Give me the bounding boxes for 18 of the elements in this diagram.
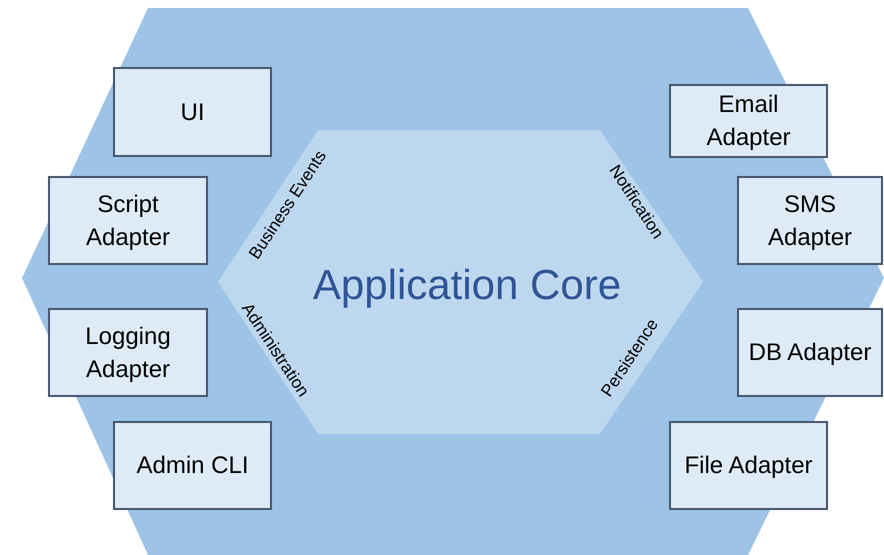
adapter-box [113,421,272,510]
core-title: Application Core [312,261,622,309]
adapter-box [669,421,828,510]
adapter-label: SMS Adapter [766,190,854,252]
adapter-box [737,308,883,397]
adapter-label: DB Adapter [748,338,872,368]
adapter-label: Logging Adapter [84,322,172,384]
adapter-box [48,308,208,397]
adapter-label: Admin CLI [135,451,250,481]
adapter-label: Script Adapter [84,190,172,252]
adapter-box [669,84,828,158]
adapter-box [737,176,883,265]
adapter-label: Email Adapter [705,90,792,153]
adapter-label: File Adapter [683,451,814,481]
adapter-box [48,176,208,265]
adapter-box [113,67,272,157]
core-hexagon [218,130,703,434]
adapter-label: UI [180,98,206,128]
